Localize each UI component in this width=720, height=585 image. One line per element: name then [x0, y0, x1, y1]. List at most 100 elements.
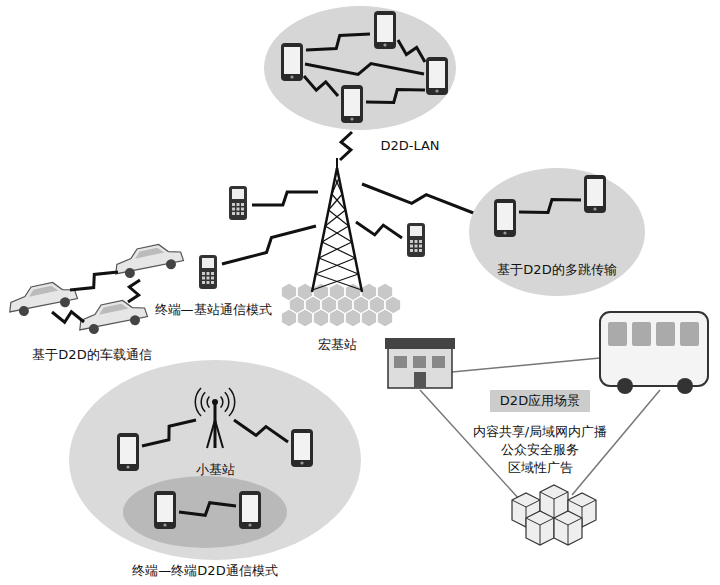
phone-body [239, 491, 261, 529]
d2d-lan-region: D2D-LAN [262, 4, 462, 160]
signal-bolt [398, 40, 425, 62]
phone-key [211, 277, 214, 280]
region-ellipse [69, 360, 361, 560]
tower-brace [322, 226, 349, 242]
bus-window [680, 322, 699, 346]
signal-bolt [305, 64, 424, 75]
phone-key [241, 208, 244, 211]
server-edge [526, 518, 554, 545]
phone-button [435, 89, 438, 92]
signal-arc [221, 396, 223, 407]
shop-window [394, 356, 407, 368]
phone-key [415, 245, 418, 248]
cell-hexagon [345, 309, 361, 327]
cell-hexagon [377, 309, 393, 327]
phone-body [374, 11, 396, 49]
smartphone [341, 85, 363, 123]
car-wheel [88, 323, 100, 335]
shop-door [414, 372, 426, 388]
smartphone [239, 491, 261, 529]
phone-body [199, 255, 217, 289]
cell-hexagon [313, 309, 329, 327]
server-edge [554, 518, 582, 545]
tower-brace [319, 242, 352, 258]
phone-button [350, 117, 353, 120]
phone-body [229, 186, 247, 220]
car [6, 278, 79, 319]
shop-window [432, 356, 445, 368]
signal-arc [229, 388, 235, 416]
phone-key [211, 281, 214, 284]
tower-brace [325, 226, 352, 242]
phone-key [202, 277, 205, 280]
scenario-item: 内容共享/局域网内广播 [473, 424, 607, 440]
phone-body [584, 175, 606, 213]
car-body [112, 240, 184, 275]
phone-body [291, 429, 313, 467]
phone-key [232, 212, 235, 215]
signal-bolt [356, 222, 402, 238]
car [76, 296, 149, 337]
signal-bolt [306, 34, 370, 50]
phone-key [410, 245, 413, 248]
tower-brace [316, 274, 362, 290]
phone-body [494, 199, 516, 237]
region-label: 终端—终端D2D通信模式 [132, 563, 277, 579]
smartphone [117, 433, 139, 471]
bus-window [632, 322, 651, 346]
phone-screen [497, 203, 513, 230]
phone-screen [232, 189, 244, 199]
server-box [554, 511, 582, 545]
tower-brace [329, 194, 343, 210]
car [112, 240, 185, 281]
phone-screen [284, 47, 300, 74]
car-window [98, 303, 129, 315]
phone-button [163, 523, 166, 526]
box-title: D2D应用场景 [500, 393, 580, 409]
tower-brace [335, 178, 342, 194]
smartphone [281, 43, 303, 81]
tower-brace [332, 194, 346, 210]
phone-key [211, 272, 214, 275]
phone-button [383, 43, 386, 46]
signal-bolt [519, 200, 581, 213]
small-tower-antenna [212, 399, 218, 405]
multihop-region: 基于D2D的多跳传输 [465, 165, 655, 305]
phone-key [202, 272, 205, 275]
scenario-item: 区域性广告 [508, 460, 573, 476]
smartphone [426, 57, 448, 95]
feature-phone [407, 223, 425, 257]
bus-window [608, 322, 627, 346]
signal-arc [225, 392, 229, 412]
phone-body [407, 223, 425, 257]
phone-screen [242, 495, 258, 522]
phone-screen [157, 495, 173, 522]
smartphone [291, 429, 313, 467]
small-tower-legs [207, 420, 223, 448]
signal-bolt [70, 272, 118, 290]
phone-key [410, 240, 413, 243]
region-ellipse [264, 6, 456, 130]
phone-key [237, 208, 240, 211]
signal-bolt [304, 76, 338, 96]
phone-button [300, 461, 303, 464]
signal-bolt [362, 184, 476, 214]
phone-key [202, 281, 205, 284]
tower-brace [322, 242, 355, 258]
car-wheel [165, 258, 177, 270]
signal-bolt [366, 90, 425, 103]
phone-button [290, 75, 293, 78]
bus-wheel [617, 378, 633, 394]
shop-roof [385, 338, 455, 349]
region-label: D2D-LAN [380, 138, 439, 154]
phone-screen [587, 179, 603, 206]
signal-arc [207, 396, 209, 407]
tower-brace [319, 258, 359, 274]
phone-screen [120, 437, 136, 464]
signal-bolt [252, 192, 318, 205]
mode-label: 终端—基站通信模式 [155, 302, 272, 318]
phone-key [232, 208, 235, 211]
car-window [134, 247, 165, 259]
phone-button [248, 523, 251, 526]
